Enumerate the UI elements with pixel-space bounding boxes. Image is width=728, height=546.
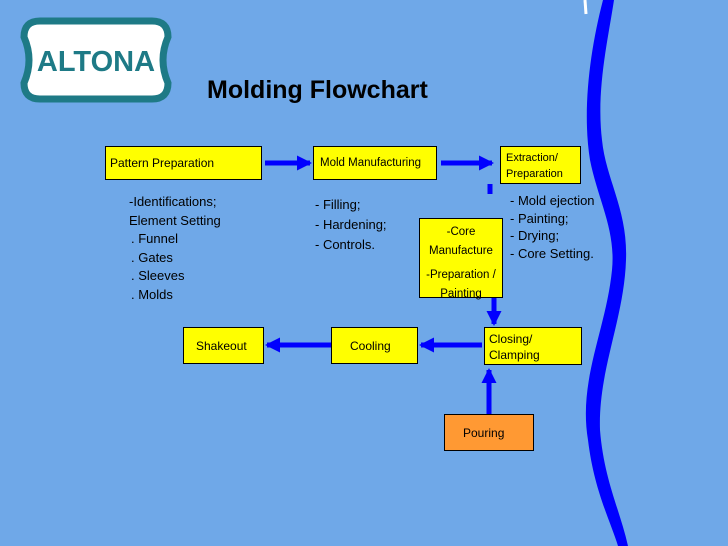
extraction-label-1: Extraction/: [506, 152, 558, 164]
page-title: Molding Flowchart: [207, 76, 428, 104]
closing-label-1: Closing/: [489, 332, 533, 346]
core-label-1: -Core: [446, 226, 476, 238]
core-label-4: Painting: [440, 288, 482, 300]
shakeout-box: Shakeout: [183, 327, 264, 364]
cooling-label: Cooling: [350, 339, 391, 353]
logo-badge-shape: [20, 17, 172, 103]
pattern-note-1: Element Setting: [129, 212, 221, 228]
core-label-2: Manufacture: [429, 245, 493, 257]
pattern-note-2: . Funnel: [131, 231, 178, 246]
extraction-label-2: Preparation: [506, 168, 563, 180]
pouring-box: Pouring: [444, 414, 534, 451]
closing-label-2: Clamping: [489, 348, 540, 362]
pouring-label: Pouring: [463, 426, 505, 440]
extraction-note-1: - Painting;: [510, 210, 569, 226]
core-manufacture-box: -Core Manufacture -Preparation / Paintin…: [419, 218, 503, 300]
core-label-3: -Preparation /: [426, 269, 496, 281]
extraction-preparation-box: Extraction/ Preparation: [500, 146, 581, 184]
pattern-note-4: . Sleeves: [131, 268, 185, 283]
cooling-box: Cooling: [331, 327, 418, 364]
logo-text: ALTONA: [37, 46, 155, 78]
shakeout-label: Shakeout: [196, 339, 247, 353]
pattern-note-5: . Molds: [131, 286, 173, 302]
pattern-note-3: . Gates: [131, 249, 173, 265]
pattern-preparation-label: Pattern Preparation: [110, 156, 215, 170]
mold-note-1: - Hardening;: [315, 217, 387, 232]
closing-clamping-box: Closing/ Clamping: [484, 327, 582, 365]
altona-logo: ALTONA: [20, 17, 172, 103]
extraction-note-0: - Mold ejection: [510, 193, 595, 208]
pattern-note-0: -Identifications;: [129, 194, 217, 209]
mold-note-0: - Filling;: [315, 197, 361, 212]
pattern-notes: -Identifications; Element Setting . Funn…: [129, 193, 221, 304]
mold-manufacturing-label: Mold Manufacturing: [320, 157, 421, 169]
mold-manufacturing-box: Mold Manufacturing: [313, 146, 437, 180]
extraction-note-3: - Core Setting.: [510, 245, 594, 261]
extraction-note-2: - Drying;: [510, 228, 560, 243]
mold-note-2: - Controls.: [315, 237, 375, 252]
mold-notes: - Filling; - Hardening; - Controls.: [315, 195, 387, 255]
extraction-notes: - Mold ejection - Painting; - Drying; - …: [510, 192, 595, 262]
pattern-preparation-box: Pattern Preparation: [105, 146, 262, 180]
